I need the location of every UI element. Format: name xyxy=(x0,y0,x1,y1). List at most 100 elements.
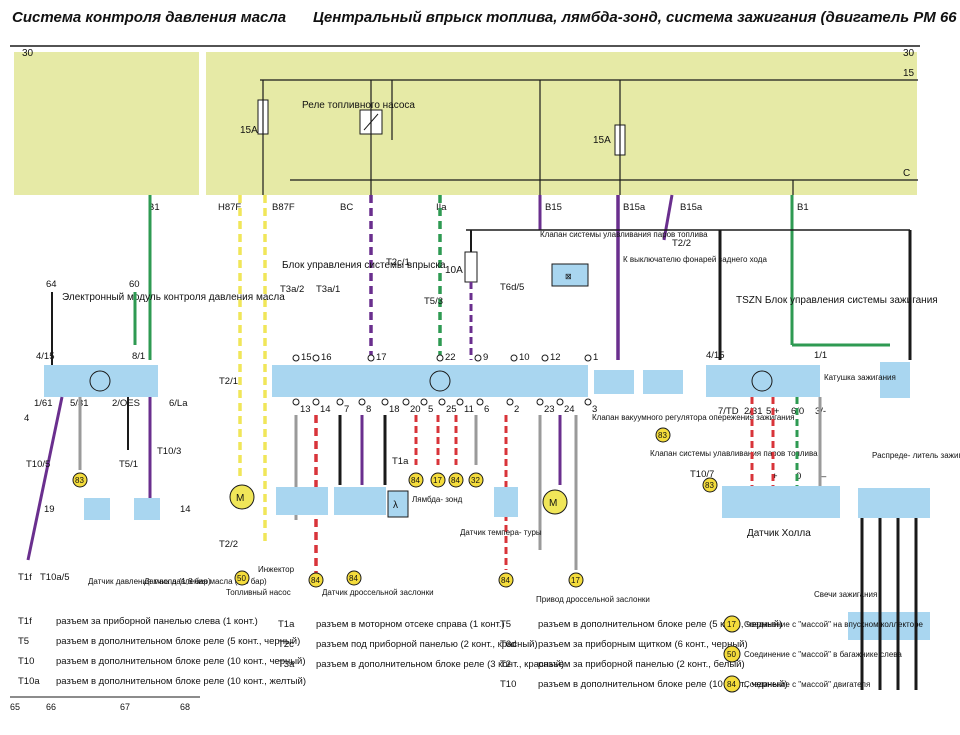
ignition-coil xyxy=(880,362,910,398)
hall-term-minus: – xyxy=(821,471,827,482)
ground-legend-number: 84 xyxy=(727,680,736,689)
evap-valve-label: Клапан системы улавливания паров топлива xyxy=(540,230,708,239)
oil-wire-1-61 xyxy=(26,396,64,561)
legend-text: разъем в дополнительном блоке реле (3 ко… xyxy=(316,659,564,670)
ecu-top-pin-dot xyxy=(541,354,549,362)
ground-point-number: 50 xyxy=(237,574,246,583)
ground-point xyxy=(498,572,514,588)
tszn-pin-label: 1/1 xyxy=(814,350,827,361)
rail-30-left-label: 30 xyxy=(22,48,34,59)
rail-15-label: 15 xyxy=(903,68,915,79)
footer-65: 65 xyxy=(10,702,20,712)
legend-text: разъем под приборной панелью (2 конт., к… xyxy=(316,639,538,650)
fuel-pump-label: Топливный насос xyxy=(226,588,291,597)
ecu-top-pin-dot xyxy=(436,354,444,362)
legend-text: разъем за приборной панелью (2 конт., бе… xyxy=(538,659,745,670)
legend-right: T5 разъем в дополнительном блоке реле (5 … xyxy=(500,619,788,690)
ecu-bottom-pin-dot xyxy=(584,398,592,406)
evap-valve-2 xyxy=(643,370,683,394)
ecu-plug-t3a-1: T3a/1 xyxy=(316,284,340,295)
legend-text: разъем в дополнительном блоке реле (10 к… xyxy=(56,656,306,667)
footer-68: 68 xyxy=(180,702,190,712)
legend-text: разъем в дополнительном блоке реле (5 ко… xyxy=(538,619,782,630)
oil-sensor-1-8 xyxy=(84,498,110,520)
legend-code: T3a xyxy=(278,659,295,670)
lambda-label: Лямбда- зонд xyxy=(412,495,463,504)
oil-sensor-1-label: Датчик давления масла (1,8 бар) xyxy=(88,577,211,586)
oil-pin-19: 19 xyxy=(44,504,55,515)
ecu-plug-t2-2: T2/2 xyxy=(219,539,238,550)
temp-sensor xyxy=(494,487,518,517)
oil-pin-6-la: 6/La xyxy=(169,398,188,409)
ecu-bottom-pin-label: 3 xyxy=(592,404,597,415)
evap-valve-top xyxy=(551,263,589,287)
ground-point xyxy=(234,570,250,586)
injection-system-title: Центральный впрыск топлива, лямбда-зонд,… xyxy=(313,9,960,26)
ground-legend-text: Соединение с "массой" в багажнике слева xyxy=(744,650,902,659)
conn-b87f: B87F xyxy=(272,202,295,213)
ground-point xyxy=(448,472,464,488)
ground-legend-icon xyxy=(723,675,741,693)
oil-sensor-2-label: Датчик давления масла (0,3 бар) xyxy=(144,577,267,586)
ecu-bottom-pin-dot xyxy=(506,398,514,406)
ecu-top-pin-label: 17 xyxy=(376,352,387,363)
ground-legend-number: 17 xyxy=(727,620,736,629)
conn-h87f: H87F xyxy=(218,202,241,213)
oil-plug-t10-3: T10/3 xyxy=(157,446,181,457)
vacuum-valve xyxy=(594,370,634,394)
ground-point-number: 84 xyxy=(451,476,460,485)
ecu-top-pin-dot xyxy=(474,354,482,362)
ecu-plug-t3a-2: T3a/2 xyxy=(280,284,304,295)
tszn-pin-label: 4/15 xyxy=(706,350,725,361)
ecu-bottom-pin-label: 25 xyxy=(446,404,457,415)
ecu-top-pin-label: 9 xyxy=(483,352,488,363)
ecu-top-pin-label: 10 xyxy=(519,352,530,363)
oil-pin-64: 64 xyxy=(46,279,57,290)
ground-point xyxy=(430,472,446,488)
conn-iia: IIa xyxy=(436,202,447,213)
ecu-bottom-pin-dot xyxy=(456,398,464,406)
ecu-plug-t2-1: T2/1 xyxy=(219,376,238,387)
legend-code: T6d xyxy=(500,639,516,650)
ground-legend-number: 50 xyxy=(727,650,736,659)
legend-text: разъем в моторном отсеке справа (1 конт.… xyxy=(316,619,505,630)
fuse-10a xyxy=(464,251,478,283)
ground-point xyxy=(568,572,584,588)
oil-plug-t10-5: T10/5 xyxy=(26,459,50,470)
evap-valve-2-label: Клапан системы улавливания паров топлива xyxy=(650,449,818,458)
ground-legend-icon xyxy=(723,645,741,663)
legend-text: разъем за приборной панелью слева (1 кон… xyxy=(56,616,258,627)
evap-valve-top-symbol: ⊠ xyxy=(565,272,572,281)
oil-system-title: Система контроля давления масла xyxy=(12,9,286,26)
conn-b1-right: B1 xyxy=(797,202,809,213)
ecu-bottom-pin-label: 6 xyxy=(484,404,489,415)
injection-ecu-transistor-icon xyxy=(429,370,451,392)
ground-point-number: 84 xyxy=(349,574,358,583)
oil-plug-t1f: T1f xyxy=(18,572,32,583)
legend-code: T5 xyxy=(18,636,29,647)
footer-67: 67 xyxy=(120,702,130,712)
ground-legend-text: Соединение с "массой" двигателя xyxy=(744,680,870,689)
ecu-top-pin-label: 16 xyxy=(321,352,332,363)
hall-sensor-label: Датчик Холла xyxy=(747,528,811,539)
oil-pin-4: 4 xyxy=(24,413,29,424)
fuse-1-label: 15A xyxy=(240,125,258,136)
oil-module-label: Электронный модуль контроля давления мас… xyxy=(62,292,285,303)
oil-plug-t5-1: T5/1 xyxy=(119,459,138,470)
relay-label-text: Реле топливного насоса xyxy=(302,100,415,111)
conn-b15a-2: B15a xyxy=(680,202,703,213)
legend-code: T2 xyxy=(500,659,511,670)
ecu-bottom-pin-dot xyxy=(312,398,320,406)
tszn-label: TSZN Блок управления системы зажигания xyxy=(736,295,938,306)
injector-label: Инжектор xyxy=(258,565,295,574)
fuse-3-label: 10A xyxy=(445,265,463,276)
ecu-bottom-pin-label: 18 xyxy=(389,404,400,415)
ecu-bottom-pin-dot xyxy=(438,398,446,406)
ecu-bottom-pin-label: 5 xyxy=(428,404,433,415)
legend-code: T5 xyxy=(500,619,511,630)
